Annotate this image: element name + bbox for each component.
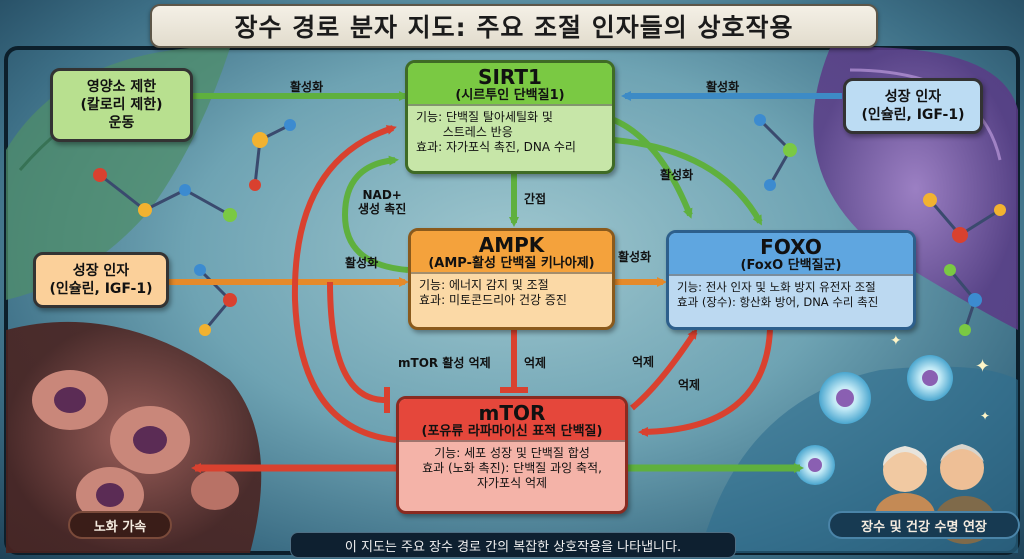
input-growth-left-line-1: 성장 인자 bbox=[72, 263, 130, 279]
label-inhibit-ampk-mtor: 억제 bbox=[524, 356, 547, 370]
ampk-line-2: 효과: 미토콘드리아 건강 증진 bbox=[419, 293, 567, 307]
mtor-name: mTOR bbox=[478, 401, 546, 425]
label-nad-line-2: 생성 촉진 bbox=[358, 202, 407, 216]
outcome-longevity: 장수 및 건강 수명 연장 bbox=[828, 511, 1020, 539]
label-activate-sirt1-foxo: 활성화 bbox=[660, 168, 694, 182]
input-growth-factor-left: 성장 인자 (인슐린, IGF-1) bbox=[33, 252, 169, 308]
input-nutrient-restriction: 영양소 제한 (칼로리 제한) 운동 bbox=[50, 68, 193, 142]
sirt1-subtitle: (시르투인 단백질1) bbox=[455, 88, 565, 103]
input-growth-right-line-1: 성장 인자 bbox=[884, 89, 942, 105]
sirt1-line-3: 효과: 자가포식 촉진, DNA 수리 bbox=[416, 140, 576, 154]
input-growth-left-line-2: (인슐린, IGF-1) bbox=[49, 281, 153, 297]
arrow-ampk-to-sirt1-nad bbox=[341, 155, 409, 273]
svg-text:✦: ✦ bbox=[890, 333, 902, 349]
diagram-title-bar: 장수 경로 분자 지도: 주요 조절 인자들의 상호작용 bbox=[150, 4, 878, 48]
foxo-name: FOXO bbox=[760, 235, 822, 259]
label-nad: NAD+ 생성 촉진 bbox=[358, 188, 406, 216]
footer-caption: 이 지도는 주요 장수 경로 간의 복잡한 상호작용을 나타냅니다. bbox=[290, 532, 736, 558]
mtor-line-2: 효과 (노화 촉진): 단백질 과잉 축적, bbox=[422, 461, 602, 475]
foxo-line-1: 기능: 전사 인자 및 노화 방지 유전자 조절 bbox=[677, 280, 876, 294]
label-mtor-inhibit: mTOR 활성 억제 bbox=[398, 356, 491, 370]
label-inhibit-foxo-mtor: 억제 bbox=[678, 378, 701, 392]
svg-text:✦: ✦ bbox=[975, 356, 990, 377]
node-foxo: FOXO (FoxO 단백질군) 기능: 전사 인자 및 노화 방지 유전자 조… bbox=[666, 230, 916, 330]
label-activate-ampk-foxo: 활성화 bbox=[618, 250, 652, 264]
inhibit-mtor-to-foxo bbox=[630, 328, 698, 411]
input-nutrient-line-3: 운동 bbox=[108, 115, 135, 131]
input-growth-right-line-2: (인슐린, IGF-1) bbox=[861, 107, 965, 123]
outcome-aging: 노화 가속 bbox=[68, 511, 172, 539]
mtor-line-3: 자가포식 억제 bbox=[476, 476, 548, 490]
mtor-subtitle: (포유류 라파마이신 표적 단백질) bbox=[421, 424, 603, 439]
sirt1-line-1: 기능: 단백질 탈아세틸화 및 bbox=[416, 110, 553, 124]
label-activate-growth-left: 활성화 bbox=[345, 256, 379, 270]
node-sirt1: SIRT1 (시르투인 단백질1) 기능: 단백질 탈아세틸화 및 스트레스 반… bbox=[405, 60, 615, 174]
label-nad-line-1: NAD+ bbox=[362, 188, 402, 202]
sirt1-line-2: 스트레스 반응 bbox=[416, 125, 513, 139]
foxo-line-2: 효과 (장수): 항산화 방어, DNA 수리 촉진 bbox=[677, 295, 879, 309]
ampk-subtitle: (AMP-활성 단백질 키나아제) bbox=[428, 256, 595, 271]
mtor-line-1: 기능: 세포 성장 및 단백질 합성 bbox=[434, 446, 590, 460]
arrow-sirt1-to-foxo-a bbox=[612, 117, 693, 219]
foxo-subtitle: (FoxO 단백질군) bbox=[740, 258, 842, 273]
input-growth-factor-right: 성장 인자 (인슐린, IGF-1) bbox=[843, 78, 983, 134]
diagram-title: 장수 경로 분자 지도: 주요 조절 인자들의 상호작용 bbox=[234, 13, 794, 42]
inhibit-growth-to-mtor bbox=[327, 281, 386, 403]
label-indirect: 간접 bbox=[524, 192, 547, 206]
node-ampk: AMPK (AMP-활성 단백질 키나아제) 기능: 에너지 감지 및 조절 효… bbox=[408, 228, 615, 330]
inhibit-mtor-to-sirt1 bbox=[291, 125, 397, 443]
ampk-name: AMPK bbox=[478, 233, 545, 257]
inhibit-foxo-to-mtor bbox=[638, 329, 773, 437]
label-inhibit-mtor-foxo: 억제 bbox=[632, 355, 655, 369]
arrow-sirt1-to-foxo-b bbox=[613, 137, 763, 226]
ampk-line-1: 기능: 에너지 감지 및 조절 bbox=[419, 278, 549, 292]
input-nutrient-line-2: (칼로리 제한) bbox=[80, 97, 163, 113]
node-mtor: mTOR (포유류 라파마이신 표적 단백질) 기능: 세포 성장 및 단백질 … bbox=[396, 396, 628, 514]
label-activate-nutrient: 활성화 bbox=[290, 80, 324, 94]
svg-text:✦: ✦ bbox=[980, 409, 990, 423]
label-activate-growth-right: 활성화 bbox=[706, 80, 740, 94]
input-nutrient-line-1: 영양소 제한 bbox=[86, 79, 157, 95]
sirt1-name: SIRT1 bbox=[478, 65, 542, 89]
